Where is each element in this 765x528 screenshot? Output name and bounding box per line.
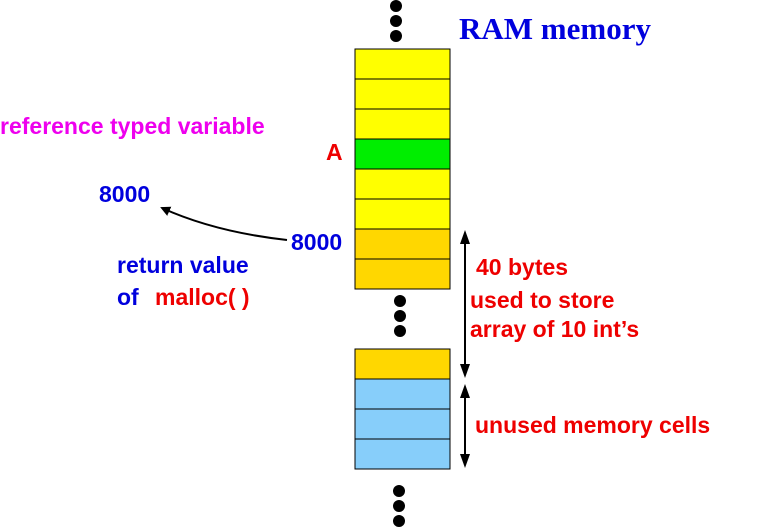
return-value-of-label: of: [117, 284, 139, 310]
memory-cell-unused: [354, 438, 451, 470]
memory-cell-allocated: [354, 348, 451, 380]
ellipsis-dot: [393, 500, 405, 512]
unused-span-arrowhead-up: [460, 384, 470, 398]
memory-cell-unused: [354, 408, 451, 440]
malloc-function-label: malloc( ): [155, 284, 250, 310]
memory-block-lower: [354, 348, 451, 470]
pointer-value: 8000: [99, 181, 150, 207]
allocated-span-arrowhead-down: [460, 364, 470, 378]
ellipsis-top: [390, 0, 402, 42]
return-value-arrow: [160, 206, 288, 241]
address-label: 8000: [291, 229, 342, 255]
ellipsis-dot: [394, 325, 406, 337]
ellipsis-dot: [393, 485, 405, 497]
allocated-span-arrow: [460, 230, 470, 378]
bytes-purpose-label: used to store: [470, 287, 614, 313]
memory-cell-other: [354, 168, 451, 200]
memory-cell-allocated: [354, 258, 451, 290]
memory-cell-other: [354, 48, 451, 80]
unused-span-arrowhead-down: [460, 454, 470, 468]
variable-name-label: A: [326, 139, 343, 165]
return-value-label: return value: [117, 252, 249, 278]
ellipsis-dot: [390, 0, 402, 12]
ellipsis-dot: [390, 30, 402, 42]
ellipsis-bottom: [393, 485, 405, 527]
diagram-title: RAM memory: [459, 11, 651, 46]
memory-cell-other: [354, 198, 451, 230]
memory-cell-other: [354, 108, 451, 140]
unused-span-arrow: [460, 384, 470, 468]
ellipsis-dot: [394, 310, 406, 322]
allocated-span-arrowhead-up: [460, 230, 470, 244]
memory-cell-allocated: [354, 228, 451, 260]
ellipsis-dot: [390, 15, 402, 27]
bytes-array-label: array of 10 int’s: [470, 316, 639, 342]
memory-cell-unused: [354, 378, 451, 410]
memory-block-upper: [354, 48, 451, 290]
memory-cell-other: [354, 78, 451, 110]
ellipsis-middle: [394, 295, 406, 337]
memory-cell-variable-A: [354, 138, 451, 170]
ellipsis-dot: [393, 515, 405, 527]
ellipsis-dot: [394, 295, 406, 307]
reference-variable-label: reference typed variable: [0, 113, 265, 139]
unused-cells-label: unused memory cells: [475, 412, 710, 438]
bytes-count-label: 40 bytes: [476, 254, 568, 280]
